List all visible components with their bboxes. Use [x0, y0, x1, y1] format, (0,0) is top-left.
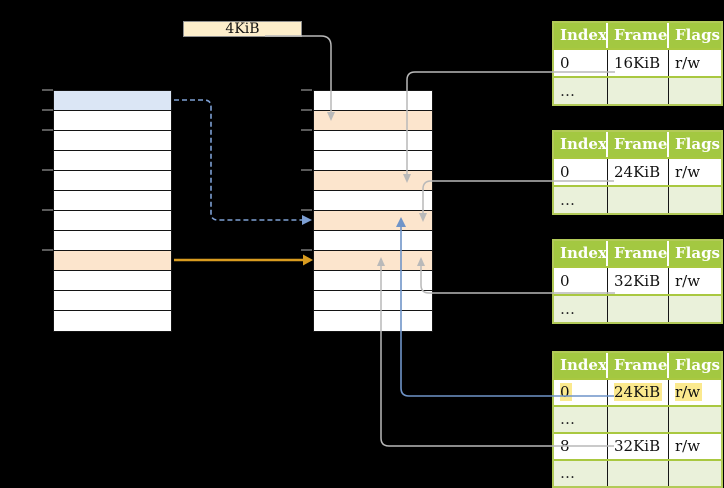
table-cell [669, 78, 721, 104]
table-cell: … [554, 296, 608, 322]
table-cell: 0 [554, 159, 608, 185]
column-header-flags: Flags [675, 135, 720, 153]
table-cell: 32KiB [608, 268, 669, 294]
table-cell [608, 187, 669, 213]
table-cell: r/w [675, 54, 701, 72]
memory-cell-white [314, 131, 432, 151]
column-header-frame: Frame [608, 353, 669, 378]
table-cell [669, 461, 721, 486]
table-cell: r/w [675, 272, 701, 290]
column-header-flags: Flags [675, 26, 720, 44]
table-cell [608, 296, 669, 322]
table-cell: 0 [554, 380, 608, 405]
memory-cell-peach [314, 171, 432, 191]
table-cell [669, 407, 721, 432]
memory-cell-white [314, 91, 432, 111]
memory-cell-blue [54, 91, 171, 111]
memory-cell-white [314, 151, 432, 171]
virtual-memory-column [53, 90, 172, 332]
table-row: … [554, 405, 721, 432]
table-cell [608, 461, 669, 486]
table-row: … [554, 294, 721, 322]
memory-cell-peach [314, 211, 432, 231]
physical-memory-column [313, 90, 433, 332]
column-header-index: Index [554, 353, 608, 378]
table-row: 0 24KiB r/w [554, 378, 721, 405]
table-cell: r/w [675, 163, 701, 181]
memory-cell-white [314, 291, 432, 311]
highlighted-value: r/w [675, 383, 703, 401]
memory-cell-white [54, 171, 171, 191]
memory-cell-white [54, 191, 171, 211]
memory-cell-white [54, 311, 171, 331]
memory-cell-white [314, 271, 432, 291]
arrow-virtual-to-physical-dashed [174, 99, 312, 225]
table-cell: r/w [675, 437, 701, 455]
arrow-virtual-page-to-frame-orange [174, 254, 313, 266]
memory-cell-peach [314, 251, 432, 271]
memory-cell-white [54, 291, 171, 311]
memory-cell-white [54, 151, 171, 171]
arrowhead-right-icon [302, 215, 312, 225]
table-cell [669, 296, 721, 322]
table-cell: … [554, 78, 608, 104]
table-cell: 16KiB [608, 50, 669, 76]
table-cell [669, 187, 721, 213]
column-header-frame: Frame [608, 23, 669, 48]
memory-cell-white [54, 231, 171, 251]
memory-cell-white [54, 211, 171, 231]
table-cell: 0 [554, 268, 608, 294]
memory-cell-white [314, 231, 432, 251]
column-header-frame: Frame [608, 241, 669, 266]
memory-cell-white [54, 131, 171, 151]
memory-cell-white [314, 311, 432, 331]
column-header-frame: Frame [608, 132, 669, 157]
table-cell: r/w [669, 380, 721, 405]
table-cell: 8 [554, 434, 608, 459]
table-cell [608, 407, 669, 432]
table-row: … [554, 76, 721, 104]
table-cell: … [554, 187, 608, 213]
table-cell: … [554, 407, 608, 432]
highlighted-value: 0 [560, 383, 572, 401]
table-cell: 0 [554, 50, 608, 76]
highlighted-value: 24KiB [614, 383, 663, 401]
memory-cell-white [54, 111, 171, 131]
memory-cell-peach [54, 251, 171, 271]
table-cell [608, 78, 669, 104]
memory-cell-peach [314, 111, 432, 131]
page-size-label: 4KiB [225, 21, 260, 37]
column-header-index: Index [554, 241, 608, 266]
column-header-index: Index [554, 132, 608, 157]
column-header-flags: Flags [675, 244, 720, 262]
arrowhead-right-icon [303, 254, 313, 266]
page-size-label-box: 4KiB [183, 21, 302, 37]
table-cell: 24KiB [608, 380, 669, 405]
table-cell: 32KiB [608, 434, 669, 459]
table-row: … [554, 185, 721, 213]
table-cell: … [554, 461, 608, 486]
memory-cell-white [54, 271, 171, 291]
column-header-flags: Flags [675, 356, 720, 374]
table-cell: 24KiB [608, 159, 669, 185]
column-header-index: Index [554, 23, 608, 48]
memory-cell-white [314, 191, 432, 211]
